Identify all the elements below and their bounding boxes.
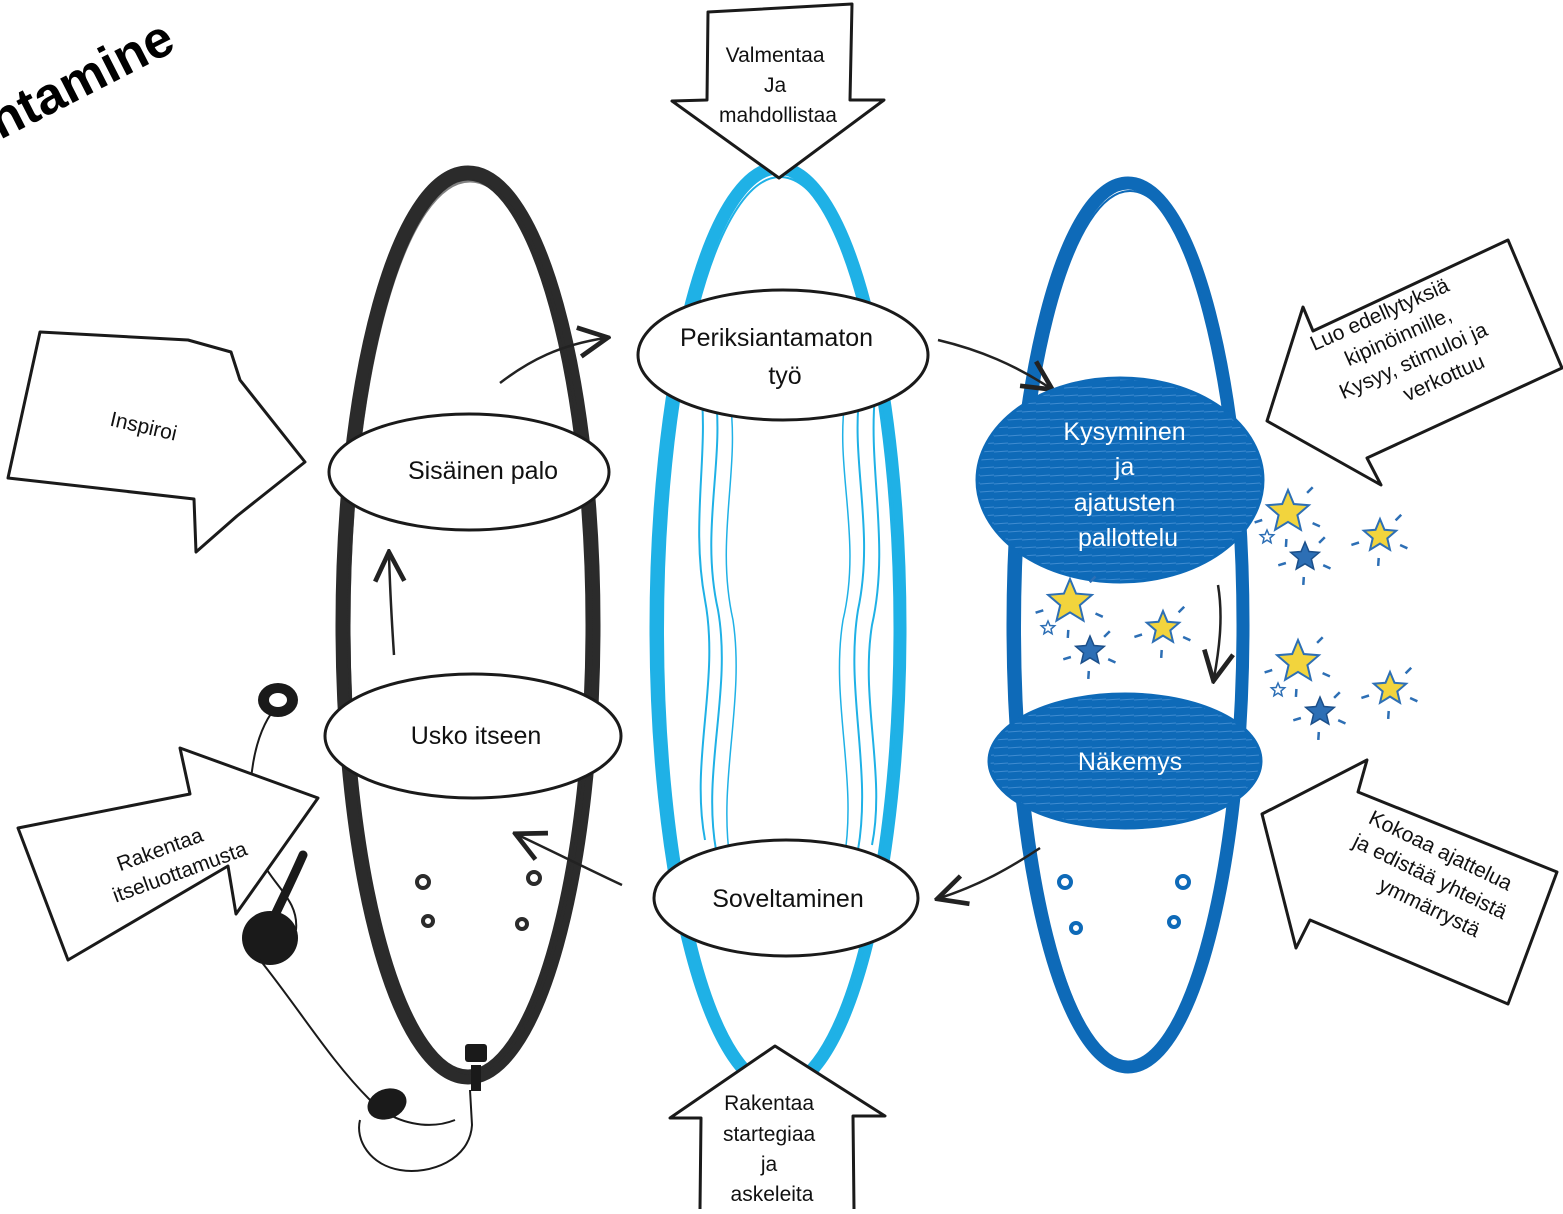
ajatusten-label: ajatusten (1074, 489, 1175, 517)
sparkle-mark (1277, 561, 1287, 567)
sparkle-mark (1386, 710, 1390, 719)
skateboard-icon (1006, 176, 1250, 1074)
sparkle-mark (1404, 666, 1413, 675)
pallottelu-label: pallottelu (1078, 524, 1178, 552)
sparkle-mark (1318, 536, 1326, 544)
periksiantamaton-node: Periksiantamaton työ (636, 288, 930, 422)
sparkle-mark (1302, 576, 1306, 585)
sparkle-mark (1292, 716, 1302, 722)
sparkle-mark (1337, 719, 1347, 725)
sparkle-mark (1103, 630, 1111, 638)
sparkle-mark (1322, 564, 1332, 570)
sparkle-mark (1322, 671, 1331, 678)
sparkle-mark (1361, 694, 1370, 700)
askeleita-label: askeleita (731, 1183, 814, 1206)
sparkle-mark (1182, 635, 1191, 642)
star-icon (1303, 695, 1337, 726)
rakentaa-startegiaa-arrow: Rakentaa startegiaa ja askeleita (668, 1044, 887, 1210)
star-icon (1045, 576, 1095, 623)
sparkle-mark (1399, 543, 1408, 550)
skateboard-icon (335, 165, 601, 1085)
star-icon (1039, 619, 1057, 636)
ja-label: ja (760, 1153, 778, 1176)
star-icon (1288, 540, 1322, 571)
svg-text:Periksiantamaton työ: Periksiantamaton työ (680, 324, 880, 390)
tyo-label: työ (768, 362, 801, 390)
sparkle-mark (1066, 629, 1070, 638)
star-icon (1361, 516, 1399, 552)
rakentaa-itseluottamusta-arrow: Rakentaa itseluottamusta (16, 746, 320, 962)
star-icon (1073, 634, 1107, 665)
star-icon (1144, 608, 1182, 644)
star-icon (1269, 681, 1287, 698)
sisainen-palo-node: Sisäinen palo (327, 412, 611, 532)
star-icon (1264, 487, 1312, 532)
sparkle-mark (1351, 541, 1360, 547)
kokoaa-ajattelua-arrow: Kokoaa ajattelua ja edistää yhteistä ymm… (1260, 758, 1559, 1006)
svg-text:Rakentaa startegiaa: Rakentaa startegiaa ja askeleita (723, 1092, 821, 1206)
sparkle-mark (1094, 612, 1104, 618)
inspiroi-arrow: Inspiroi (6, 330, 307, 554)
usko-itseen-label: Usko itseen (411, 722, 542, 750)
sparkle-mark (1409, 696, 1418, 703)
sparkle-mark (1134, 633, 1143, 639)
sisainen-palo-label: Sisäinen palo (408, 457, 558, 485)
sparkle-mark (1088, 575, 1097, 584)
luo-edellytyksia-arrow: Luo edellytyksiä kipinöinnille, Kysyy, s… (1265, 238, 1563, 487)
valmentaa-arrow: Valmentaa Ja mahdollistaa (670, 2, 886, 180)
sparkle-mark (1062, 655, 1072, 661)
soveltaminen-label: Soveltaminen (712, 885, 863, 913)
sparkle-mark (1312, 521, 1321, 528)
sparkle-mark (1177, 605, 1186, 614)
sparkle-mark (1284, 538, 1288, 547)
sparkle-mark (1306, 486, 1314, 494)
star-icon (1258, 528, 1276, 545)
mahdollistaa-label: mahdollistaa (719, 104, 837, 127)
sparkle-mark (1087, 670, 1091, 679)
valmentaa-label: Valmentaa (726, 44, 825, 67)
page-title: ntamine (0, 8, 183, 150)
sparkle-mark (1394, 513, 1403, 522)
arrow-icon (389, 338, 1221, 898)
sparkle-mark (1159, 649, 1163, 658)
sparkle-mark (1294, 688, 1298, 697)
kysyminen-label: Kysyminen (1063, 418, 1185, 446)
rakentaa-label: Rakentaa (724, 1092, 814, 1115)
star-icon (1371, 669, 1409, 705)
sparkle-mark (1254, 518, 1263, 524)
sparkle-mark (1376, 557, 1380, 566)
svg-text:Valmentaa Ja mahdo: Valmentaa Ja mahdollistaa (719, 44, 837, 127)
periksiantamaton-label: Periksiantamaton (680, 324, 873, 352)
sparkle-mark (1317, 731, 1321, 740)
ja-label: ja (1114, 453, 1135, 481)
usko-itseen-node: Usko itseen (323, 672, 623, 800)
ja-label: Ja (764, 74, 787, 97)
sparkle-mark (1264, 668, 1273, 674)
stars-group (1035, 486, 1418, 740)
nakemys-label: Näkemys (1078, 748, 1182, 776)
soveltaminen-node: Soveltaminen (652, 838, 920, 958)
sparkle-mark (1035, 609, 1044, 614)
earphones-icon (242, 683, 487, 1172)
startegiaa-label: startegiaa (723, 1123, 816, 1146)
nakemys-node: Näkemys (987, 692, 1263, 830)
kysyminen-node: Kysyminen ja ajatusten pallottelu (975, 376, 1265, 584)
sparkle-mark (1333, 691, 1341, 699)
star-icon (1274, 637, 1322, 682)
sparkle-mark (1316, 636, 1324, 644)
svg-text:Kysyminen ja ajatu: Kysyminen ja ajatusten pallottelu (1063, 418, 1192, 552)
sparkle-mark (1107, 658, 1117, 664)
